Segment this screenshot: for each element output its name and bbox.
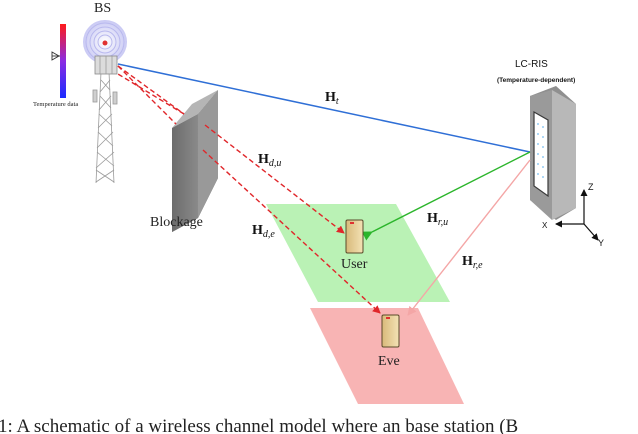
- bs-to-wall-lower: [117, 65, 177, 125]
- eve-area: [310, 308, 464, 404]
- channel-hdu-line: [204, 124, 345, 234]
- eve-phone-icon: [381, 314, 400, 348]
- channel-hre-label: Hr,e: [462, 254, 483, 271]
- user-phone-icon: [345, 219, 364, 254]
- lcris-label: LC-RIS: [515, 59, 548, 70]
- ris-panel-icon: [530, 86, 576, 220]
- channel-hde-line: [202, 149, 381, 314]
- eve-label: Eve: [378, 354, 400, 369]
- blockage-wall: [172, 90, 218, 232]
- signal-halo-icon: [83, 20, 127, 64]
- thermometer-icon: [51, 24, 66, 98]
- bs-label: BS: [94, 1, 111, 16]
- channel-hre-line: [407, 159, 531, 316]
- bs-return-dashed: [117, 73, 185, 115]
- lcris-subtitle: (Temperature-dependent): [497, 77, 575, 84]
- axis-z-label: Z: [588, 182, 594, 192]
- channel-hdu-label: Hd,u: [258, 152, 281, 169]
- figure-caption: 1: A schematic of a wireless channel mod…: [0, 416, 519, 434]
- bs-to-wall-upper: [117, 65, 185, 115]
- xyz-axes-icon: [555, 189, 599, 241]
- axis-x-label: X: [542, 221, 548, 230]
- axis-y-label: Y: [598, 238, 604, 248]
- user-label: User: [341, 257, 368, 272]
- channel-ht-line: [117, 63, 531, 153]
- bs-tower-icon: [92, 55, 118, 184]
- channel-ht-label: Ht: [325, 90, 339, 107]
- channel-hde-label: Hd,e: [252, 223, 275, 240]
- blockage-label: Blockage: [150, 215, 203, 230]
- channel-hru-line: [361, 151, 531, 241]
- temperature-label: Temperature data: [33, 101, 78, 108]
- channel-hru-label: Hr,u: [427, 211, 448, 228]
